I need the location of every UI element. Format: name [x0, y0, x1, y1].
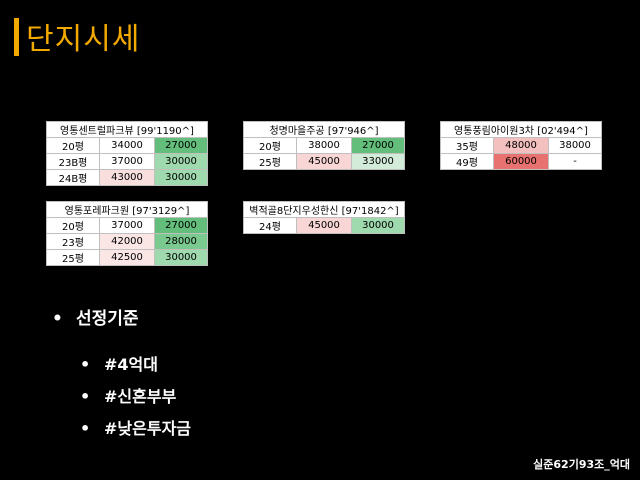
size-cell: 25평: [243, 153, 297, 170]
size-cell: 24B평: [46, 169, 100, 186]
jeonse-price-cell: 27000: [351, 137, 405, 154]
criteria-item: •#4억대: [80, 355, 158, 374]
table-header: 벽적골8단지우성한신 [97'1842^]: [243, 201, 405, 218]
table-header: 청명마을주공 [97'946^]: [243, 121, 405, 138]
table-row: 25평 45000 33000: [243, 153, 405, 170]
jeonse-price-cell: 30000: [154, 169, 208, 186]
sale-price-cell: 37000: [99, 217, 155, 234]
page-title: 단지시세: [26, 22, 141, 57]
table-row: 20평 38000 27000: [243, 137, 405, 154]
table-row: 23평 42000 28000: [46, 233, 208, 250]
table-header: 영통포레파크원 [97'3129^]: [46, 201, 208, 218]
sale-price-cell: 45000: [296, 153, 352, 170]
sale-price-cell: 60000: [493, 153, 549, 170]
title-accent-bar: [14, 18, 19, 56]
bullet-icon: •: [52, 309, 63, 329]
size-cell: 49평: [440, 153, 494, 170]
sale-price-cell: 48000: [493, 137, 549, 154]
table-row: 24평 45000 30000: [243, 217, 405, 234]
jeonse-price-cell: 30000: [351, 217, 405, 234]
criteria-list: •선정기준 •#4억대 •#신혼부부 •#낮은투자금: [52, 304, 191, 439]
price-table: 벽적골8단지우성한신 [97'1842^] 24평 45000 30000: [243, 201, 405, 234]
bullet-icon: •: [80, 387, 91, 406]
price-table: 영통풍림아이원3차 [02'494^] 35평 48000 38000 49평 …: [440, 121, 602, 170]
jeonse-price-cell: 28000: [154, 233, 208, 250]
size-cell: 25평: [46, 249, 100, 266]
size-cell: 35평: [440, 137, 494, 154]
table-row: 23B평 37000 30000: [46, 153, 208, 170]
sale-price-cell: 43000: [99, 169, 155, 186]
sale-price-cell: 38000: [296, 137, 352, 154]
sale-price-cell: 34000: [99, 137, 155, 154]
criteria-item: •#신혼부부: [80, 387, 177, 406]
bullet-icon: •: [80, 355, 91, 374]
criteria-heading: •선정기준: [52, 309, 139, 329]
table-row: 20평 34000 27000: [46, 137, 208, 154]
sale-price-cell: 42000: [99, 233, 155, 250]
table-header: 영통풍림아이원3차 [02'494^]: [440, 121, 602, 138]
footer-label: 실준62기93조_억대: [533, 458, 630, 471]
table-header: 영통센트럴파크뷰 [99'1190^]: [46, 121, 208, 138]
sale-price-cell: 45000: [296, 217, 352, 234]
size-cell: 23평: [46, 233, 100, 250]
table-row: 20평 37000 27000: [46, 217, 208, 234]
table-row: 35평 48000 38000: [440, 137, 602, 154]
table-row: 25평 42500 30000: [46, 249, 208, 266]
bullet-icon: •: [80, 419, 91, 438]
table-row: 49평 60000 -: [440, 153, 602, 170]
price-table: 청명마을주공 [97'946^] 20평 38000 27000 25평 450…: [243, 121, 405, 170]
size-cell: 20평: [46, 217, 100, 234]
size-cell: 20평: [46, 137, 100, 154]
price-table: 영통센트럴파크뷰 [99'1190^] 20평 34000 27000 23B평…: [46, 121, 208, 186]
size-cell: 24평: [243, 217, 297, 234]
size-cell: 20평: [243, 137, 297, 154]
jeonse-price-cell: 33000: [351, 153, 405, 170]
jeonse-price-cell: 30000: [154, 249, 208, 266]
jeonse-price-cell: 27000: [154, 137, 208, 154]
jeonse-price-cell: 27000: [154, 217, 208, 234]
jeonse-price-cell: -: [548, 153, 602, 170]
jeonse-price-cell: 30000: [154, 153, 208, 170]
sale-price-cell: 42500: [99, 249, 155, 266]
size-cell: 23B평: [46, 153, 100, 170]
price-table: 영통포레파크원 [97'3129^] 20평 37000 27000 23평 4…: [46, 201, 208, 266]
table-row: 24B평 43000 30000: [46, 169, 208, 186]
jeonse-price-cell: 38000: [548, 137, 602, 154]
sale-price-cell: 37000: [99, 153, 155, 170]
criteria-item: •#낮은투자금: [80, 419, 192, 438]
